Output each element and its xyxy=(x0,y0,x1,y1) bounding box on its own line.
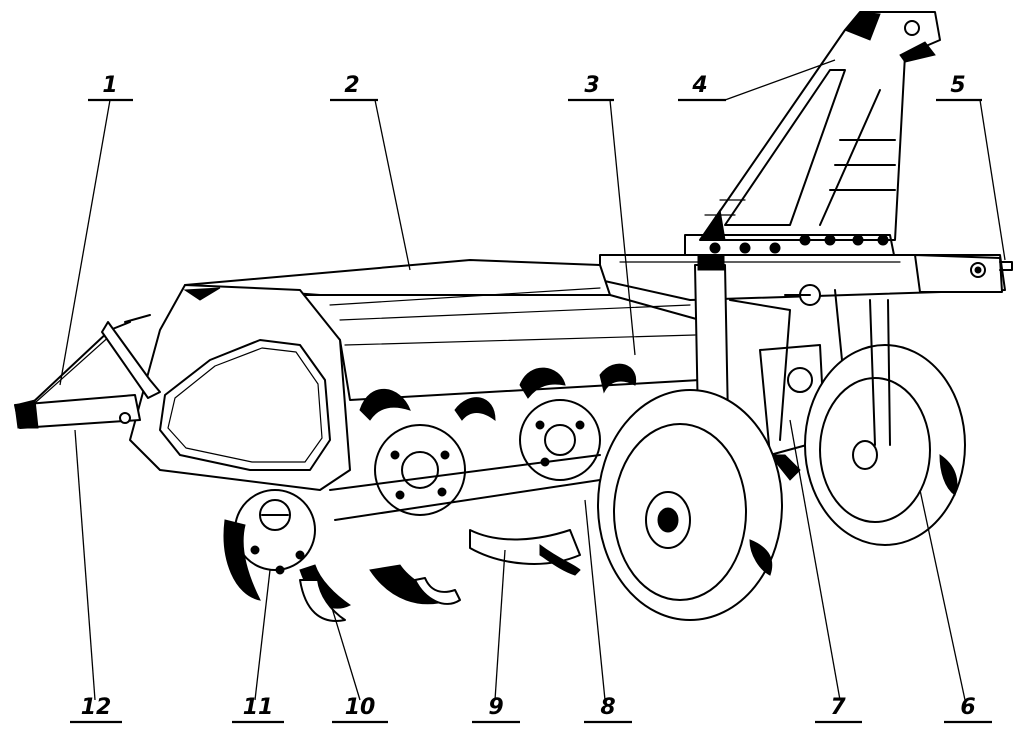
callout-label: 3 xyxy=(584,73,599,98)
callout-label: 1 xyxy=(102,73,117,98)
rotor xyxy=(223,363,637,622)
callout-label: 8 xyxy=(600,695,615,720)
drawbar xyxy=(14,314,161,429)
rotor-hood xyxy=(129,259,701,491)
callout-5: 5 xyxy=(936,73,982,102)
callout-label: 4 xyxy=(691,73,707,98)
leader-lines xyxy=(59,59,1006,701)
callout-4: 4 xyxy=(678,73,726,102)
callout-label: 5 xyxy=(950,73,965,98)
callout-10: 10 xyxy=(332,695,388,724)
callout-12: 12 xyxy=(70,695,122,724)
callout-label: 6 xyxy=(960,695,975,720)
callout-label: 11 xyxy=(243,695,274,720)
callout-label: 12 xyxy=(81,695,112,720)
callout-3: 3 xyxy=(568,73,614,102)
callout-label: 9 xyxy=(488,695,503,720)
callout-11: 11 xyxy=(232,695,284,724)
callout-1: 1 xyxy=(88,73,133,102)
callout-9: 9 xyxy=(472,695,520,724)
hitch-tower xyxy=(684,11,941,261)
callout-6: 6 xyxy=(944,695,992,724)
callout-2: 2 xyxy=(330,73,378,102)
rear-wheel xyxy=(804,299,966,546)
callout-8: 8 xyxy=(584,695,632,724)
callout-label: 10 xyxy=(345,695,376,720)
callout-label: 2 xyxy=(344,73,359,98)
callout-7: 7 xyxy=(815,695,862,724)
callout-label: 7 xyxy=(830,695,846,720)
front-wheel xyxy=(597,389,783,621)
